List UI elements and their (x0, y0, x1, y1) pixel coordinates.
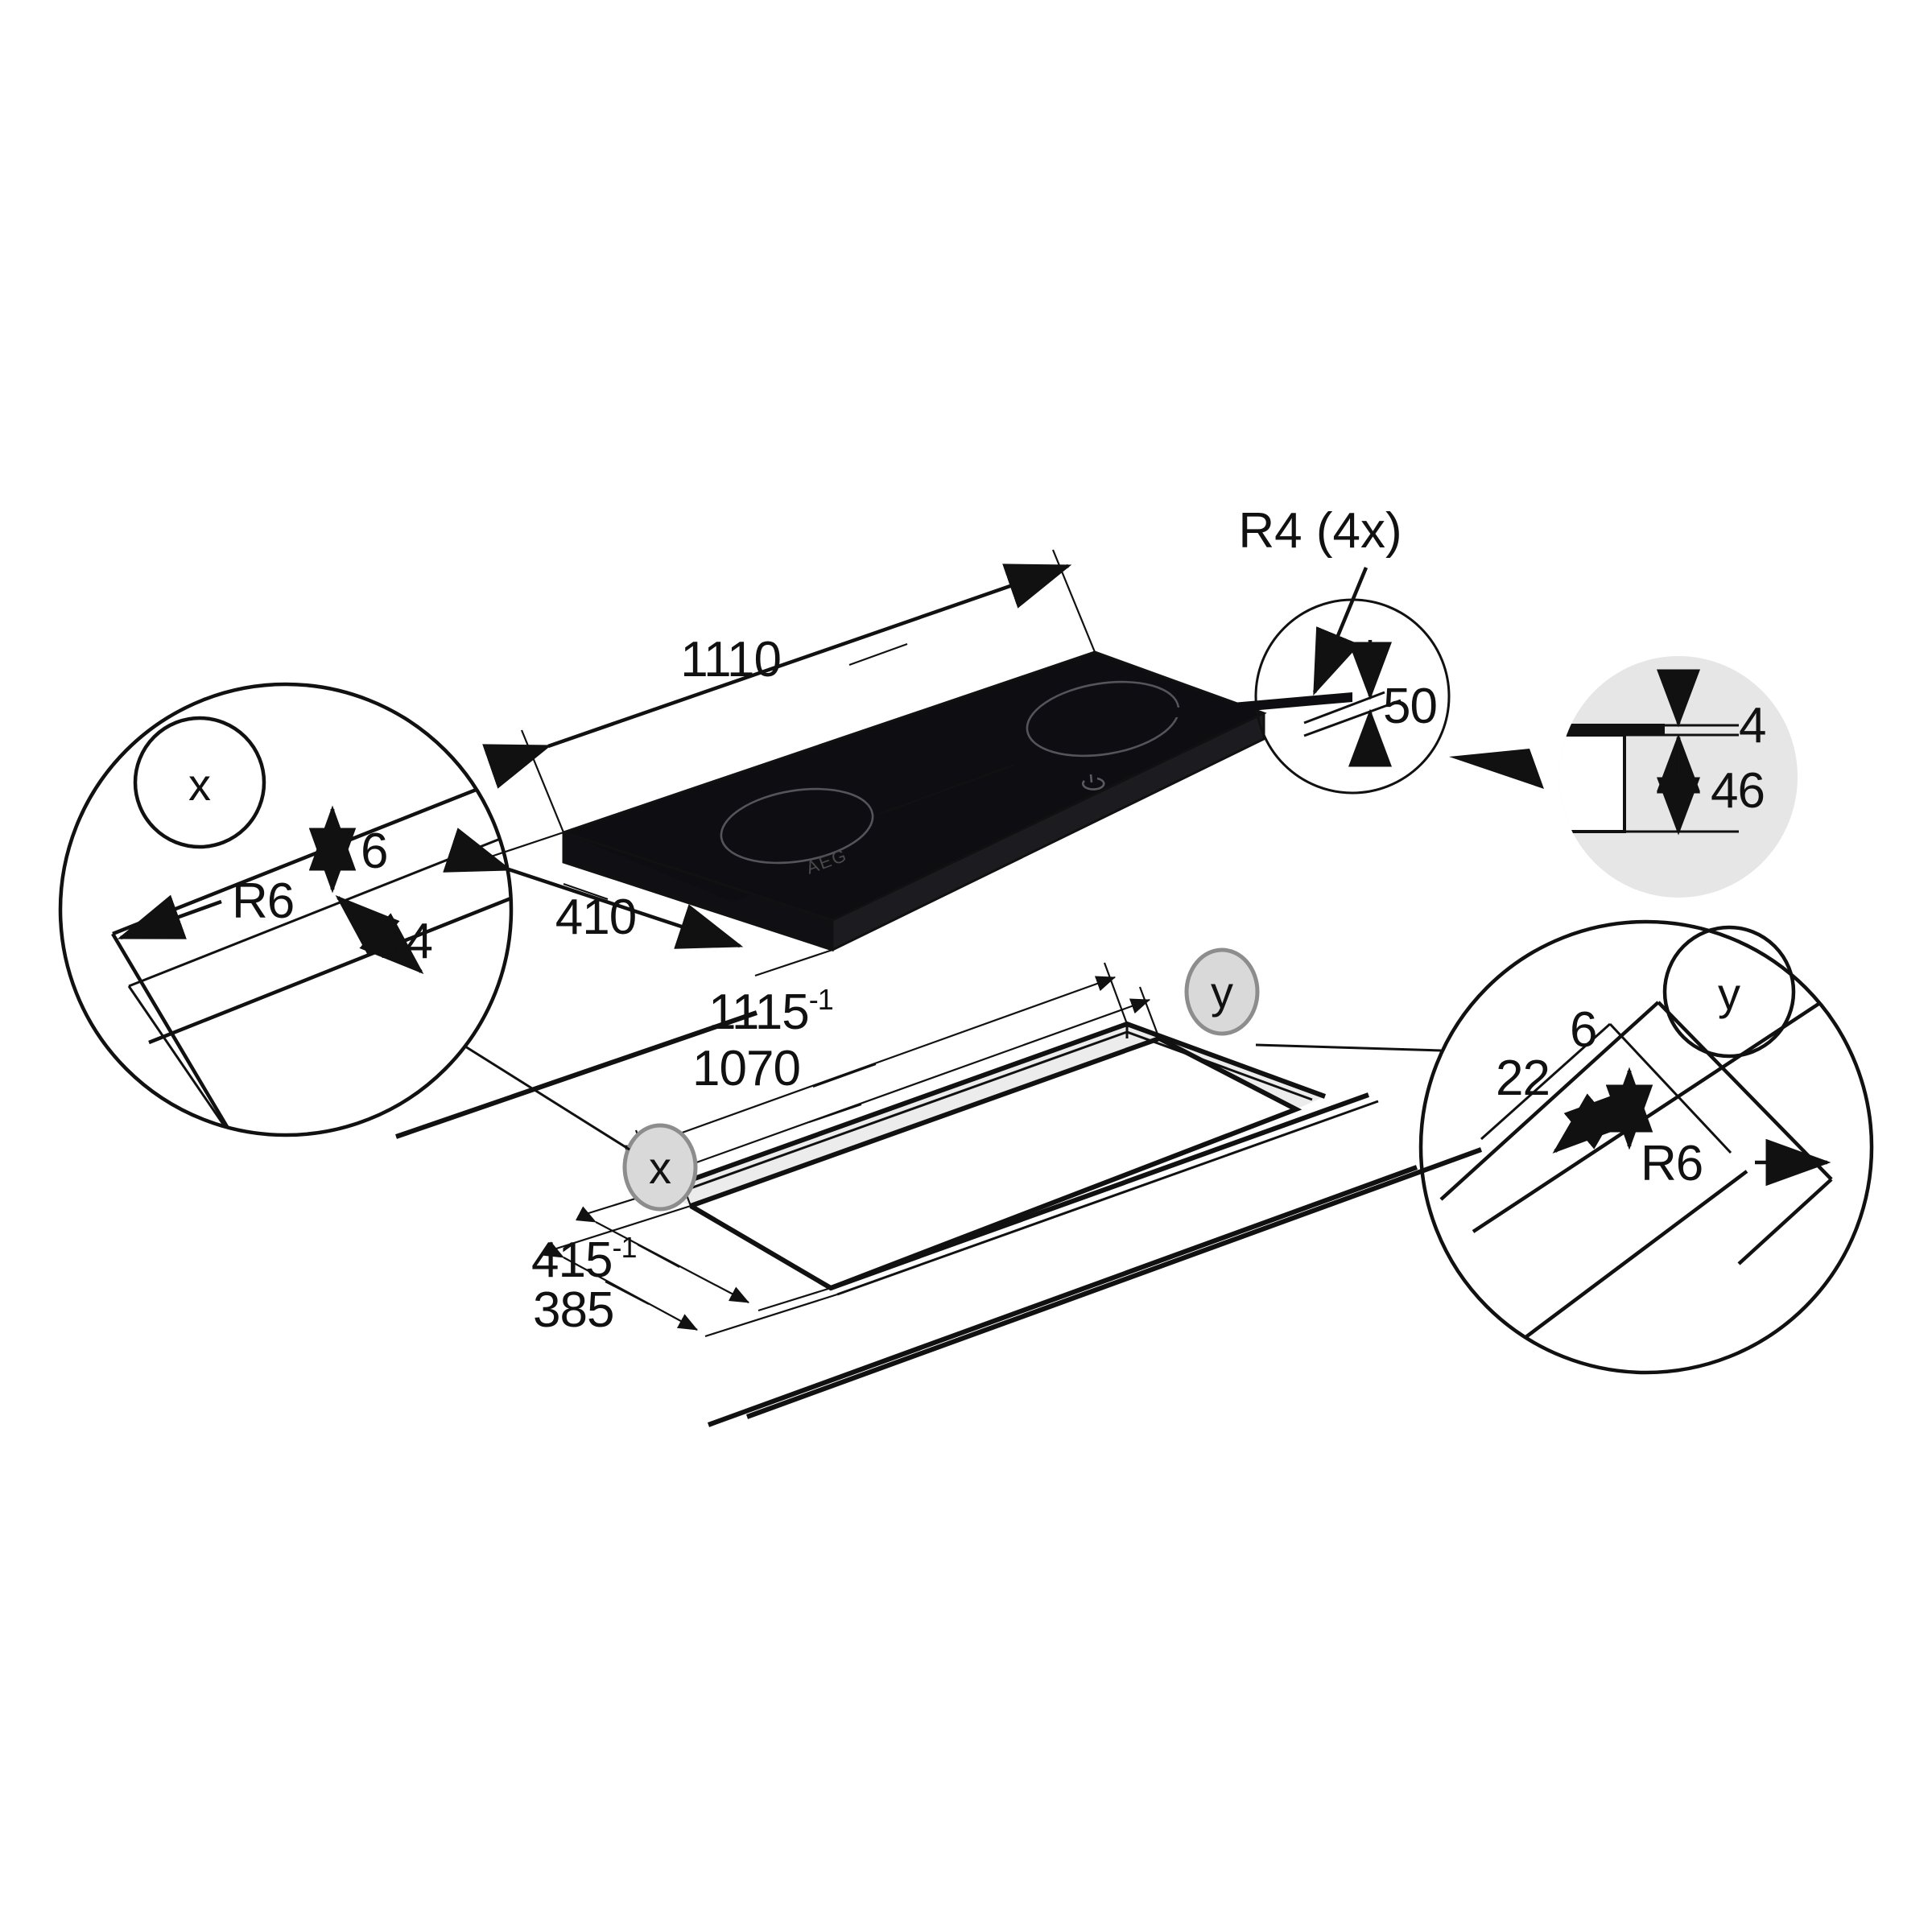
detail-x: x R6 6 14 (58, 682, 630, 1151)
dim-value-410: 410 (555, 890, 636, 945)
dim-line-1110 (482, 564, 1072, 789)
worktop-edge-lower (707, 1165, 1418, 1427)
dim-value-385: 385 (533, 1282, 613, 1338)
worktop-cutout (395, 1010, 1483, 1427)
cooktop-appliance: AEG (562, 650, 1267, 952)
dim-value-1115: 1115-1 (708, 983, 833, 1040)
dimension-410: 410 (443, 828, 833, 977)
detail-x-6-label: 6 (361, 824, 387, 879)
balloon-marker-x: x (622, 1123, 698, 1212)
worktop-edge-lower-2 (745, 1147, 1483, 1419)
detail-y-line-a (1439, 1001, 1660, 1201)
detail-y-line-b (1480, 1022, 1611, 1141)
dim-value-1070: 1070 (692, 1041, 800, 1096)
balloon-y-ellipse (1184, 947, 1260, 1036)
cooktop-front-edge-face (832, 713, 1264, 950)
balloon-marker-y: y (1184, 947, 1260, 1036)
detail-x-tag-label: x (188, 759, 211, 810)
detail-y-line-f (1504, 1170, 1748, 1354)
detail-x-r6-label: R6 (232, 873, 294, 929)
cutout-lower-join (829, 1092, 1370, 1290)
detail-y-leader (1255, 1043, 1442, 1052)
dimension-1110: 1110 (482, 549, 1096, 833)
balloon-x-label: x (649, 1142, 671, 1193)
detail-x-leader (464, 1045, 630, 1151)
detail-y-22-arrow-b (1552, 1090, 1628, 1154)
ext-line-410-bottom (754, 948, 833, 977)
detail-x-r6-arrow (117, 894, 222, 940)
cutout-lower-join-2 (836, 1100, 1379, 1296)
detail-edge-section: 4 46 (1449, 656, 1798, 898)
section-body-box (1559, 733, 1626, 833)
detail-x-boundary (58, 682, 514, 1137)
r4-panel-slice (1167, 692, 1352, 718)
dim-value-46: 46 (1711, 763, 1765, 819)
leader-410 (563, 882, 609, 901)
dim-value-1110: 1110 (680, 632, 781, 687)
detail-x-line-b (128, 799, 511, 988)
balloon-x-ellipse (622, 1123, 698, 1212)
section-leader-arrow (1449, 749, 1544, 789)
power-icon (1081, 774, 1105, 791)
detail-y-boundary (1418, 919, 1874, 1375)
detail-x-line-d (111, 932, 243, 1135)
detail-y: y 6 22 R6 (1255, 919, 1874, 1375)
dim-value-50: 50 (1383, 679, 1437, 734)
ext-line-1110-left (520, 729, 565, 833)
leader-1070 (808, 1103, 862, 1124)
note-r4: R4 (4x) (1238, 503, 1402, 559)
detail-y-22-label: 22 (1496, 1051, 1550, 1106)
dimension-1070: 1070 (658, 986, 1161, 1207)
dim-line-410 (443, 828, 744, 949)
detail-y-r6-label: R6 (1641, 1136, 1703, 1191)
detail-x-tag-circle (133, 716, 266, 849)
detail-x-line-e (127, 985, 243, 1135)
detail-y-tag-label: y (1718, 968, 1740, 1019)
detail-y-line-g (1737, 1178, 1833, 1265)
dim-value-4: 4 (1739, 698, 1765, 753)
detail-x-14-label: 14 (378, 914, 432, 969)
leader-r4 (1312, 567, 1368, 696)
detail-y-tag-circle (1662, 925, 1796, 1059)
leader-1115 (812, 1063, 877, 1088)
ext-line-1110-right (1051, 549, 1096, 653)
dimension-385: 385 (533, 1204, 838, 1338)
cooktop-front-outline (832, 713, 1265, 952)
leader-385 (605, 1281, 650, 1305)
detail-y-6-label: 6 (1570, 1002, 1596, 1058)
leader-415 (637, 1244, 680, 1268)
detail-x-14-arrow-b (335, 895, 423, 973)
detail-r4-circle: 50 R4 (4x) (1167, 503, 1451, 795)
leader-1110 (848, 642, 908, 667)
detail-y-line-c (1472, 989, 1841, 1233)
detail-y-line-e (1608, 1022, 1732, 1154)
ext-415-bottom (758, 1286, 832, 1312)
dim-line-1070 (658, 998, 1151, 1183)
balloon-y-label: y (1211, 967, 1233, 1018)
ext-385-bottom (704, 1293, 838, 1338)
